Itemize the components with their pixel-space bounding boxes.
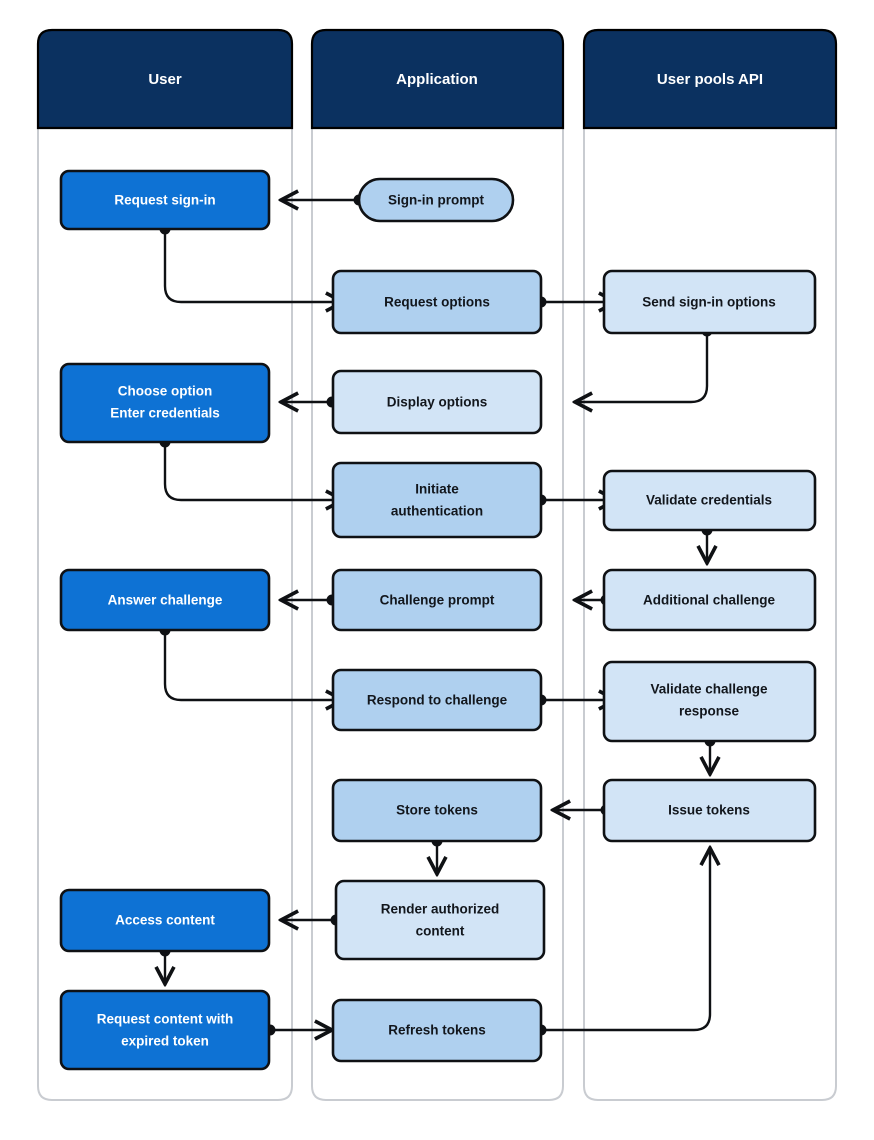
node-send-sign-in-options-label: Send sign-in options <box>642 295 776 310</box>
edge-send-sign-in-options-to-display-options <box>575 331 709 402</box>
node-additional-challenge-label: Additional challenge <box>643 593 776 608</box>
node-access-content-label: Access content <box>115 913 215 928</box>
node-request-sign-in[interactable]: Request sign-in <box>59 169 271 231</box>
node-validate-challenge-response-box[interactable] <box>602 660 817 743</box>
node-request-sign-in-box[interactable] <box>59 169 271 231</box>
node-respond-to-challenge[interactable]: Respond to challenge <box>331 668 543 732</box>
edge-choose-option-to-initiate-authentication <box>163 442 343 500</box>
node-issue-tokens[interactable]: Issue tokens <box>602 778 817 843</box>
node-render-authorized-content-label-line2: content <box>416 924 465 939</box>
lane-application-header <box>310 28 565 130</box>
node-validate-credentials-box[interactable] <box>602 469 817 532</box>
edge-request-sign-in-to-request-options <box>163 229 343 302</box>
node-respond-to-challenge-label: Respond to challenge <box>367 693 508 708</box>
node-respond-to-challenge-box[interactable] <box>331 668 543 732</box>
nodes-layer: Request sign-in Sign-in prompt Request o… <box>59 169 817 1071</box>
node-display-options-label: Display options <box>387 395 488 410</box>
node-validate-challenge-response[interactable]: Validate challenge response <box>602 660 817 743</box>
node-request-content-expired-box[interactable] <box>59 989 271 1071</box>
node-request-options[interactable]: Request options <box>331 269 543 335</box>
node-sign-in-prompt-box[interactable] <box>357 177 515 223</box>
node-validate-challenge-response-label-line2: response <box>679 704 740 719</box>
node-refresh-tokens[interactable]: Refresh tokens <box>331 998 543 1063</box>
node-refresh-tokens-label: Refresh tokens <box>388 1023 486 1038</box>
node-choose-option-box[interactable] <box>59 362 271 444</box>
lane-title-api: User pools API <box>657 71 763 88</box>
node-sign-in-prompt-label: Sign-in prompt <box>388 193 484 208</box>
node-sign-in-prompt[interactable]: Sign-in prompt <box>357 177 515 223</box>
node-request-options-box[interactable] <box>331 269 543 335</box>
edge-refresh-tokens-to-issue-tokens <box>541 848 710 1032</box>
node-answer-challenge-box[interactable] <box>59 568 271 632</box>
lane-title-application: Application <box>396 71 478 88</box>
node-display-options[interactable]: Display options <box>331 369 543 435</box>
node-challenge-prompt-box[interactable] <box>331 568 543 632</box>
node-request-content-expired[interactable]: Request content with expired token <box>59 989 271 1071</box>
node-request-options-label: Request options <box>384 295 490 310</box>
node-choose-option-label-line1: Choose option <box>118 384 213 399</box>
node-render-authorized-content-label-line1: Render authorized <box>381 902 500 917</box>
node-choose-option-label-line2: Enter credentials <box>110 406 220 421</box>
node-request-sign-in-label: Request sign-in <box>114 193 215 208</box>
lane-user-header <box>36 28 294 130</box>
node-send-sign-in-options[interactable]: Send sign-in options <box>602 269 817 335</box>
node-display-options-box[interactable] <box>331 369 543 435</box>
node-access-content-box[interactable] <box>59 888 271 953</box>
node-initiate-authentication[interactable]: Initiate authentication <box>331 461 543 539</box>
node-access-content[interactable]: Access content <box>59 888 271 953</box>
node-validate-credentials[interactable]: Validate credentials <box>602 469 817 532</box>
node-render-authorized-content[interactable]: Render authorized content <box>334 879 546 961</box>
node-render-authorized-content-box[interactable] <box>334 879 546 961</box>
node-additional-challenge[interactable]: Additional challenge <box>602 568 817 632</box>
lane-api-header <box>582 28 838 130</box>
node-request-content-expired-label-line1: Request content with <box>97 1012 234 1027</box>
node-initiate-authentication-label-line1: Initiate <box>415 482 459 497</box>
node-store-tokens[interactable]: Store tokens <box>331 778 543 843</box>
node-send-sign-in-options-box[interactable] <box>602 269 817 335</box>
node-initiate-authentication-label-line2: authentication <box>391 504 483 519</box>
node-validate-challenge-response-label-line1: Validate challenge <box>650 682 768 697</box>
node-choose-option[interactable]: Choose option Enter credentials <box>59 362 271 444</box>
node-challenge-prompt[interactable]: Challenge prompt <box>331 568 543 632</box>
edge-answer-challenge-to-respond-to-challenge <box>163 630 343 700</box>
node-initiate-authentication-box[interactable] <box>331 461 543 539</box>
node-refresh-tokens-box[interactable] <box>331 998 543 1063</box>
node-answer-challenge[interactable]: Answer challenge <box>59 568 271 632</box>
node-validate-credentials-label: Validate credentials <box>646 493 772 508</box>
node-challenge-prompt-label: Challenge prompt <box>380 593 495 608</box>
node-request-content-expired-label-line2: expired token <box>121 1034 209 1049</box>
node-store-tokens-label: Store tokens <box>396 803 478 818</box>
node-issue-tokens-box[interactable] <box>602 778 817 843</box>
node-store-tokens-box[interactable] <box>331 778 543 843</box>
node-additional-challenge-box[interactable] <box>602 568 817 632</box>
lane-title-user: User <box>148 71 182 88</box>
node-answer-challenge-label: Answer challenge <box>108 593 223 608</box>
node-issue-tokens-label: Issue tokens <box>668 803 750 818</box>
